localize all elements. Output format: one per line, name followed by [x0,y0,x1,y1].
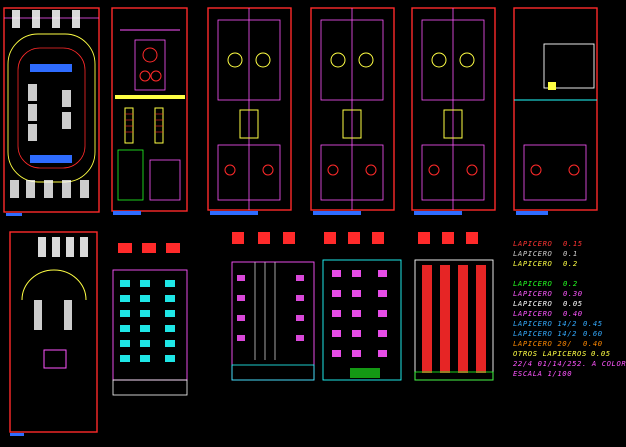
legend-label: LAPICERO [513,289,553,298]
legend-note-date: 22/4 01/14/252. A COLOR [513,360,626,368]
legend-label: LAPICERO [513,299,553,308]
legend-line-3: LAPICERO 0.2 [513,259,577,268]
elevation-front-1 [112,243,188,396]
legend-label: LAPICERO [513,309,553,318]
legend-value: 0.05 [563,299,583,308]
legend-value: 0.40 [583,339,603,348]
legend-line-10: LAPICERO 20/ 0.40 [513,339,602,348]
legend-label: LAPICERO [513,249,553,258]
legend-label: LAPICERO [513,279,553,288]
note-text: ESCALA 1/100 [513,369,573,378]
note-text: 22/4 01/14/252. A COLOR [513,359,626,368]
legend-line-2: LAPICERO 0.1 [513,249,577,258]
elevation-section-2 [231,232,315,381]
legend-label: LAPICERO 14/2 [513,319,578,328]
plan-typical-floor-2 [310,7,395,215]
legend-value: 0.2 [563,259,578,268]
legend-label: LAPICERO 20/ [513,339,573,348]
legend-note-scale: ESCALA 1/100 [513,370,572,378]
legend-line-9: LAPICERO 14/2 0.60 [513,329,602,338]
legend-label: LAPICERO [513,239,553,248]
legend-value: 0.05 [591,349,611,358]
plan-typical-floor-1 [207,7,292,215]
legend-value: 0.40 [563,309,583,318]
plan-roof-floor [513,7,598,215]
elevation-side-3 [322,232,402,381]
cad-drawing-canvas [3,7,598,436]
legend-line-7: LAPICERO 0.40 [513,309,582,318]
legend-line-5: LAPICERO 0.30 [513,289,582,298]
legend-line-6: LAPICERO 0.05 [513,299,582,308]
legend-value: 0.60 [583,329,603,338]
plan-basement-parking [3,7,100,216]
legend-value: 0.15 [563,239,583,248]
plan-ground-floor [111,7,188,215]
legend-value: 0.45 [583,319,603,328]
legend-label: LAPICERO [513,259,553,268]
elevation-rear-4 [414,232,494,381]
legend-value: 0.30 [563,289,583,298]
legend-value: 0.2 [563,279,578,288]
plan-site-lower [9,231,98,436]
legend-line-4: LAPICERO 0.2 [513,279,577,288]
legend-line-11: OTROS LAPICEROS 0.05 [513,349,610,358]
legend-line-1: LAPICERO 0.15 [513,239,582,248]
legend-line-8: LAPICERO 14/2 0.45 [513,319,602,328]
legend-label: OTROS LAPICEROS [513,349,587,358]
legend-label: LAPICERO 14/2 [513,329,578,338]
plan-typical-floor-3 [411,7,496,215]
legend-value: 0.1 [563,249,578,258]
